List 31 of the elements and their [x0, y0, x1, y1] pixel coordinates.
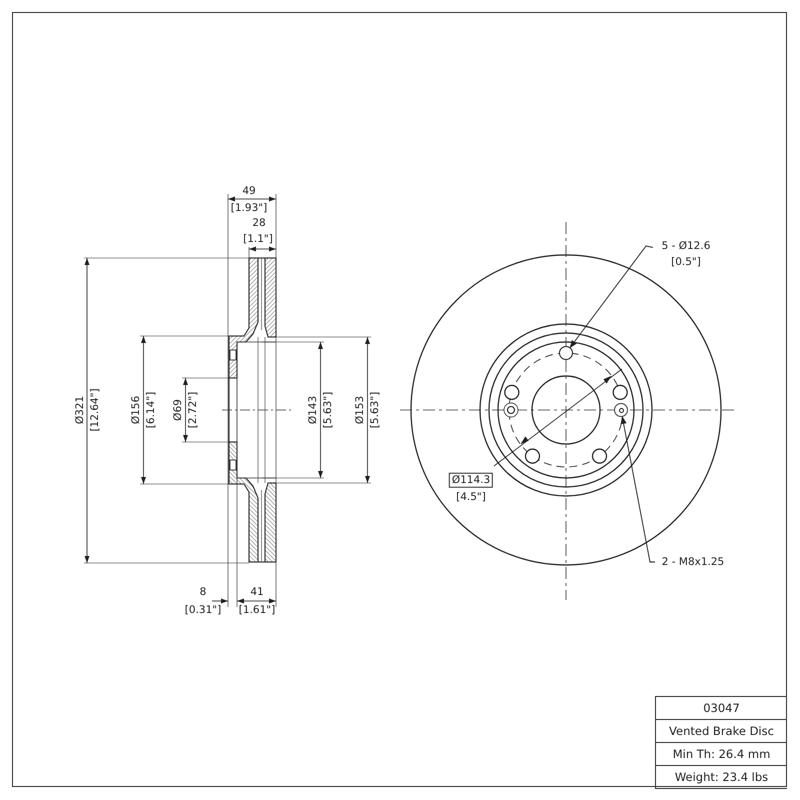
callout-text: 5 - Ø12.6 [662, 239, 710, 254]
basic-dimension-value: Ø114.3 [448, 472, 494, 488]
dimension-value: [6.14"] [146, 392, 156, 428]
dimension-value: Ø321 [74, 396, 86, 424]
dimension-value: Ø153 [354, 396, 366, 424]
dimension-value: [1.93"] [230, 202, 268, 214]
part-number: 03047 [656, 697, 787, 720]
dimension-value: [12.64"] [90, 388, 100, 432]
weight-spec: Weight: 23.4 lbs [656, 766, 787, 789]
dimension-value: 41 [250, 586, 264, 598]
product-name: Vented Brake Disc [656, 720, 787, 743]
threaded-hole [614, 403, 628, 417]
dimension-value: [1.61"] [238, 604, 276, 616]
dimension-value: 28 [252, 218, 266, 228]
dimension-value: [5.63"] [322, 392, 334, 428]
dimension-value: Ø69 [172, 399, 184, 421]
callout-text: [0.5"] [671, 255, 701, 270]
dimension-value: [2.72"] [188, 392, 198, 428]
dimension-value: 49 [242, 186, 256, 196]
dimension-value: 8 [200, 586, 206, 598]
dimension-value: Ø156 [130, 396, 142, 424]
dimension-value: [4.5"] [456, 492, 486, 502]
min-thickness-spec: Min Th: 26.4 mm [656, 743, 787, 766]
callout-text: 2 - M8x1.25 [662, 555, 724, 570]
leader-line [570, 246, 654, 348]
bolt-hole [559, 346, 573, 360]
dimension-value: [0.31"] [184, 604, 222, 616]
dimension-value: Ø143 [308, 396, 318, 424]
leader-line [620, 416, 656, 562]
dimension-value: [1.1"] [243, 234, 273, 244]
dimension-value: [5.63"] [370, 392, 380, 428]
